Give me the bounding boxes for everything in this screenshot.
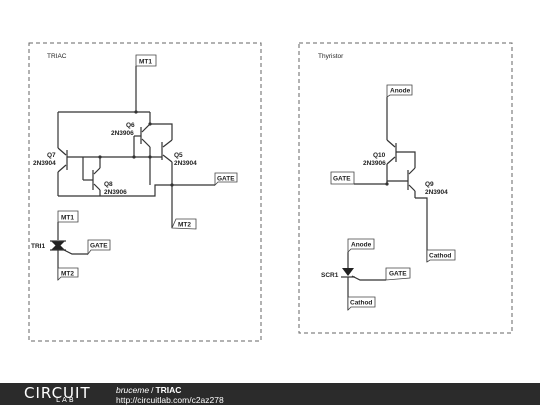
node	[148, 122, 152, 126]
circuitlab-logo-sub: LAB	[56, 396, 76, 404]
thyristor-box-title: Thyristor	[318, 53, 344, 60]
q8-name: Q8	[104, 181, 113, 188]
net-label-thy-anode: Anode	[386, 84, 413, 98]
triac-wiring	[57, 66, 215, 228]
svg-text:GATE: GATE	[333, 176, 351, 183]
svg-text:Anode: Anode	[351, 242, 372, 249]
q10-name: Q10	[373, 152, 386, 159]
scr1-name: SCR1	[321, 272, 339, 279]
triac-box	[28, 42, 262, 342]
svg-text:GATE: GATE	[389, 271, 407, 278]
thyristor-wiring	[354, 97, 428, 262]
node	[134, 110, 138, 114]
net-label-gate: GATE	[214, 172, 238, 186]
footer-bar: CIRCUIT LAB bruceme/TRIAC http://circuit…	[0, 383, 540, 405]
node	[148, 155, 152, 159]
net-label-tri1-mt2: MT2	[57, 267, 79, 281]
net-label-scr-anode: Anode	[347, 238, 375, 253]
circuit-url[interactable]: http://circuitlab.com/c2az278	[116, 395, 224, 405]
schematic-canvas: TRIAC Thyristor	[28, 42, 513, 342]
q7-name: Q7	[47, 152, 56, 159]
svg-text:Anode: Anode	[390, 88, 411, 95]
net-label-thy-gate: GATE	[330, 171, 355, 185]
q5-name: Q5	[174, 152, 183, 159]
net-label-mt1: MT1	[135, 54, 157, 67]
footer-meta: bruceme/TRIAC http://circuitlab.com/c2az…	[116, 385, 224, 405]
q6-name: Q6	[126, 122, 135, 129]
tri1-name: TRI1	[31, 243, 45, 250]
svg-text:MT1: MT1	[61, 215, 74, 222]
circuitlab-logo[interactable]: CIRCUIT	[24, 384, 91, 402]
q6-part: 2N3906	[111, 130, 134, 137]
node	[170, 183, 174, 187]
svg-text:Cathod: Cathod	[429, 253, 451, 260]
net-label-tri1-mt1: MT1	[57, 210, 79, 223]
svg-text:GATE: GATE	[90, 243, 108, 250]
svg-text:MT2: MT2	[61, 271, 74, 278]
footer-separator: /	[151, 385, 154, 395]
net-label-tri1-gate: GATE	[87, 239, 111, 256]
q7-part: 2N3904	[33, 160, 56, 167]
triac-box-title: TRIAC	[47, 53, 67, 60]
net-label-thy-cathod: Cathod	[426, 249, 456, 263]
thyristor-box	[298, 42, 513, 334]
author-link[interactable]: bruceme	[116, 385, 150, 395]
circuit-title: TRIAC	[155, 385, 182, 395]
svg-text:MT2: MT2	[178, 222, 191, 229]
q9-part: 2N3904	[425, 189, 448, 196]
svg-text:Cathod: Cathod	[350, 300, 372, 307]
q5-part: 2N3904	[174, 160, 197, 167]
net-label-scr-gate: GATE	[385, 267, 411, 281]
svg-text:MT1: MT1	[139, 59, 152, 66]
q8-part: 2N3906	[104, 189, 127, 196]
svg-text:GATE: GATE	[217, 176, 235, 183]
node	[98, 155, 102, 159]
net-label-mt2: MT2	[171, 218, 197, 230]
q9-name: Q9	[425, 181, 434, 188]
q10-part: 2N3906	[363, 160, 386, 167]
node	[385, 182, 389, 186]
node	[132, 155, 136, 159]
net-label-scr-cathod: Cathod	[347, 296, 376, 311]
